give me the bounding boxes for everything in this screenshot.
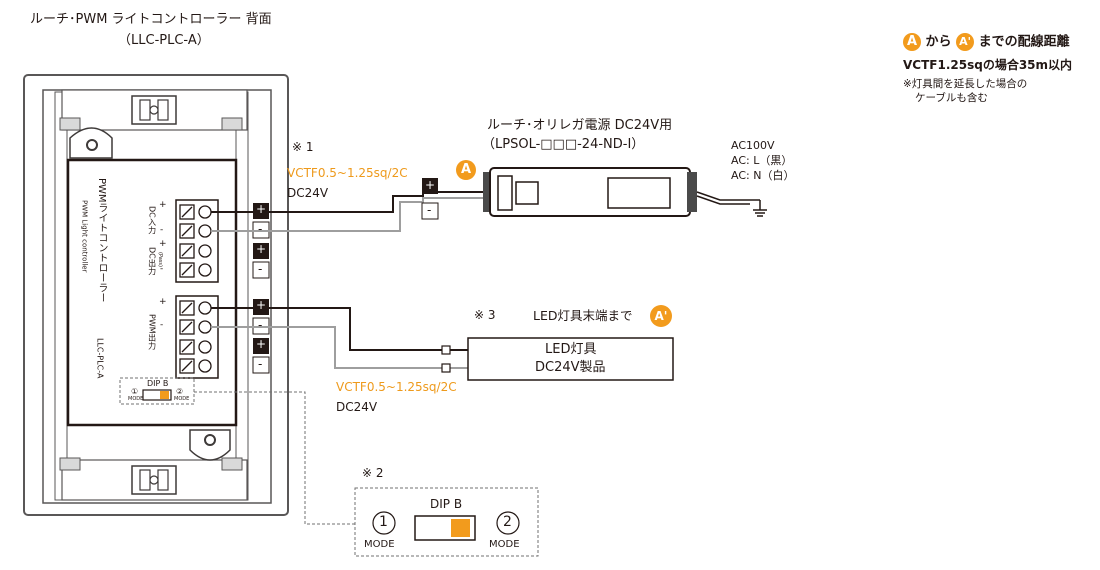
screw-block-top xyxy=(131,95,177,125)
mounting-hole-icon xyxy=(86,139,98,151)
minus-marker xyxy=(252,261,270,279)
terminal-plus: + xyxy=(159,200,167,210)
dip-switch-knob-large xyxy=(451,519,470,537)
ac-wire xyxy=(696,195,750,205)
mounting-hole-icon xyxy=(204,434,216,446)
distance-from: から xyxy=(925,34,952,50)
dip-detail-box xyxy=(354,487,539,557)
dip-small-mode-text: MODE xyxy=(128,396,144,402)
badge-a-prime-icon: A' xyxy=(650,305,672,327)
wire-connector xyxy=(441,363,451,373)
output-cable-spec: VCTF0.5~1.25sq/2C xyxy=(336,380,457,394)
dc-out-sub: (Pass) xyxy=(157,252,163,267)
plus-marker-ps xyxy=(422,178,438,194)
ac-l: AC: L（黒） xyxy=(731,154,793,167)
right-rail xyxy=(235,91,249,501)
terminal-plus: + xyxy=(159,239,167,249)
terminal-block-2 xyxy=(175,295,219,379)
marker-minus-label: - xyxy=(258,222,263,236)
ac-wire xyxy=(696,191,760,201)
led-fixture-box xyxy=(467,337,674,381)
marker-plus-label: + xyxy=(256,298,267,312)
mode2-number: 2 xyxy=(503,514,512,530)
mode1-number: 1 xyxy=(379,514,388,530)
screw-block-bottom xyxy=(131,465,177,495)
minus-marker-ps xyxy=(421,202,439,220)
power-supply-model: （LPSOL-□□□-24-ND-I） xyxy=(482,137,645,152)
led-fixture-line2: DC24V製品 xyxy=(535,360,606,375)
plus-marker xyxy=(253,243,269,259)
left-rail xyxy=(54,91,68,501)
dip-switch-knob-small xyxy=(160,391,169,399)
ps-minus-label: - xyxy=(427,203,432,217)
power-supply-title: ルーチ･オリレガ電源 DC24V用 xyxy=(487,118,673,133)
pwm-out-label: PWM出力 xyxy=(147,314,157,350)
page-title: ルーチ･PWM ライトコントローラー 背面 xyxy=(30,12,272,27)
marker-minus-label: - xyxy=(258,318,263,332)
input-voltage: DC24V xyxy=(287,186,329,200)
corner-tab xyxy=(221,457,243,471)
dip-note: ※ 2 xyxy=(362,466,384,480)
input-note: ※ 1 xyxy=(292,140,314,154)
mode1-label: MODE xyxy=(364,539,395,550)
output-wire-minus xyxy=(211,326,468,369)
dip-leader-line xyxy=(194,391,355,525)
terminal-plus: + xyxy=(159,297,167,307)
output-note: ※ 3 xyxy=(474,308,496,322)
distance-to: までの配線距離 xyxy=(978,34,1070,50)
ac-voltage: AC100V xyxy=(731,139,775,152)
dip-detail-label: DIP B xyxy=(430,497,463,511)
terminal-minus: - xyxy=(160,264,164,274)
dip-area-dashed xyxy=(119,377,195,405)
terminal-minus: - xyxy=(160,320,164,330)
input-wire-minus xyxy=(211,197,490,232)
corner-tab xyxy=(221,117,243,131)
distance-limit: VCTF1.25sqの場合35m以内 xyxy=(903,58,1073,72)
distance-note-2: ケーブルも含む xyxy=(915,92,988,104)
dip-small-mode2: ② xyxy=(176,387,184,396)
distance-note-title: A から A' までの配線距離 xyxy=(903,33,1070,51)
minus-marker xyxy=(252,356,270,374)
controller-model: LLC-PLC-A xyxy=(95,338,105,379)
corner-tab xyxy=(59,117,81,131)
marker-plus-label: + xyxy=(256,202,267,216)
marker-minus-label: - xyxy=(258,357,263,371)
controller-label-en: PWM Light controller xyxy=(80,200,89,273)
page-model: （LLC-PLC-A） xyxy=(118,33,210,48)
corner-tab xyxy=(59,457,81,471)
dc-out-label: DC出力 xyxy=(147,247,157,275)
power-supply-unit xyxy=(483,167,697,217)
ground-icon xyxy=(753,200,767,217)
dip-small-label: DIP B xyxy=(147,379,169,388)
mode2-label: MODE xyxy=(489,539,520,550)
marker-plus-label: + xyxy=(256,337,267,351)
dip-switch-small xyxy=(142,389,172,401)
badge-a-prime-icon: A' xyxy=(956,33,975,51)
dc-in-label: DC入力 xyxy=(147,206,157,234)
output-voltage: DC24V xyxy=(336,400,378,414)
marker-plus-label: + xyxy=(256,242,267,256)
dip-small-mode-text: MODE xyxy=(174,396,190,402)
badge-a-icon: A xyxy=(456,160,476,180)
led-fixture-line1: LED灯具 xyxy=(545,342,597,357)
mode2-circle-icon xyxy=(496,511,520,535)
dip-small-mode1: ① xyxy=(131,387,139,396)
distance-note-1: ※灯具間を延長した場合の xyxy=(903,78,1028,90)
terminal-minus: - xyxy=(160,225,164,235)
marker-minus-label: - xyxy=(258,262,263,276)
ps-plus-label: + xyxy=(425,178,436,192)
output-dest: LED灯具末端まで xyxy=(533,308,633,323)
controller-label-jp: PWMライトコントローラー xyxy=(96,178,107,303)
wire-connector xyxy=(441,345,451,355)
mode1-circle-icon xyxy=(372,511,396,535)
ac-n: AC: N（白） xyxy=(731,169,795,182)
badge-a-icon: A xyxy=(903,33,921,51)
input-cable-spec: VCTF0.5~1.25sq/2C xyxy=(287,166,408,180)
plus-marker xyxy=(253,338,269,354)
output-wire-plus xyxy=(211,307,468,351)
terminal-block-1 xyxy=(175,199,219,283)
